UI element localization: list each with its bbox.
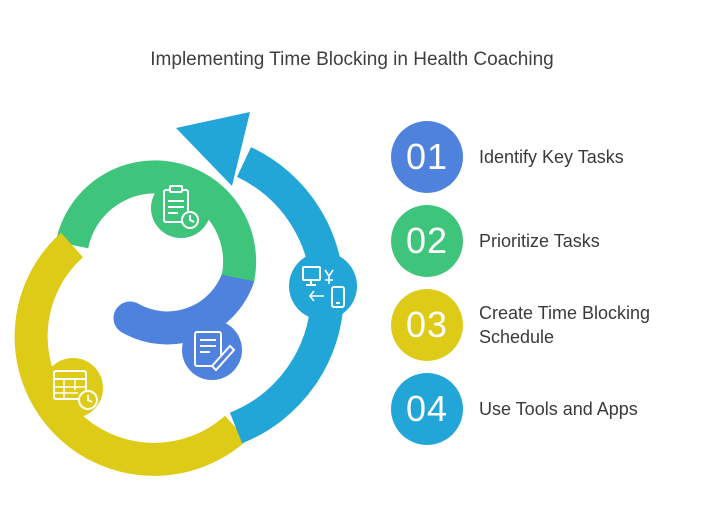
calendar-clock-icon [43,358,103,418]
step-label: Prioritize Tasks [479,231,600,251]
step-identify: 01 Identify Key Tasks [391,121,691,193]
step-schedule: 03 Create Time Blocking Schedule [391,289,691,361]
step-tools: 04 Use Tools and Apps [391,373,691,445]
step-number-badge: 01 [391,121,463,193]
step-label: Identify Key Tasks [479,147,624,167]
clipboard-clock-icon [151,178,211,238]
step-label: Create Time Blocking Schedule [479,303,651,347]
spiral-segment-identify [113,261,255,345]
step-prioritize: 02 Prioritize Tasks [391,205,691,277]
step-label: Use Tools and Apps [479,399,638,419]
diagram-title: Implementing Time Blocking in Health Coa… [150,49,554,70]
step-number-badge: 02 [391,205,463,277]
devices-sync-icon [289,252,357,320]
step-number-badge: 04 [391,373,463,445]
document-pen-icon [182,320,242,380]
spiral-arrowhead [176,112,250,186]
step-number-badge: 03 [391,289,463,361]
spiral-segment-prioritize [55,160,257,282]
spiral-segment-schedule [14,232,247,476]
